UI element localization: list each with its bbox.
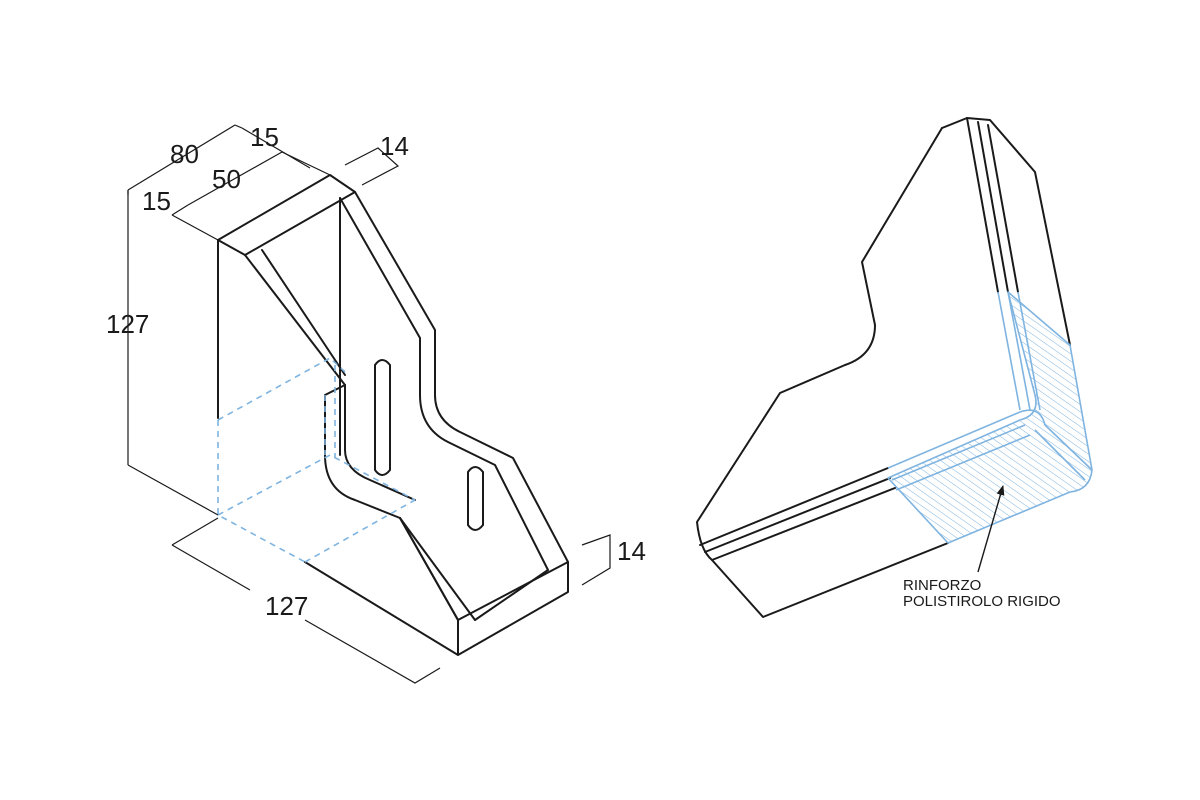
dim-15-front: 15 — [142, 186, 171, 216]
rear-rib-2 — [977, 121, 1009, 293]
left-corner-view — [217, 174, 569, 656]
dim-15-back: 15 — [250, 122, 279, 152]
reinforcement-corner — [1019, 409, 1093, 481]
rear-right-edge — [941, 117, 1071, 346]
hidden-lines — [217, 357, 416, 563]
right-corner-view — [696, 117, 1071, 618]
rear-rib-1 — [966, 117, 999, 293]
rear-bottom-rib-2 — [704, 477, 891, 553]
callout-line-2: POLISTIROLO RIGIDO — [903, 593, 1061, 610]
front-slope-face — [244, 249, 346, 386]
dim-127-height: 127 — [106, 309, 149, 339]
dim-127-length: 127 — [265, 591, 308, 621]
slot-right — [467, 466, 484, 531]
callout-leader — [977, 485, 1005, 573]
dimension-lines — [127, 124, 611, 684]
base-front — [474, 569, 549, 621]
inner-channel-2 — [344, 384, 416, 501]
reinforcement-rib-v2 — [1007, 291, 1031, 411]
dim-80: 80 — [170, 139, 199, 169]
rear-bottom-rib-3 — [711, 487, 896, 561]
dim-50: 50 — [212, 164, 241, 194]
slot-left — [374, 359, 391, 476]
base-bottom — [399, 517, 459, 621]
reinforcement-rib-h3 — [895, 434, 1031, 491]
reinforcement-rib-v1 — [997, 291, 1021, 411]
rear-outline — [696, 127, 949, 618]
dim-14-top: 14 — [380, 131, 409, 161]
rear-rib-3 — [987, 124, 1019, 293]
callout-line-1: RINFORZO — [903, 577, 981, 594]
reinforcement-hatch — [887, 291, 1093, 544]
dim-14-base: 14 — [617, 536, 646, 566]
back-wall-inner — [339, 197, 549, 571]
inner-channel — [324, 384, 476, 621]
reinforcement-insert — [887, 291, 1093, 544]
back-wall — [339, 191, 569, 563]
reinforcement-rib-h2 — [891, 424, 1026, 481]
rear-bottom-rib-1 — [699, 467, 889, 546]
reinforcement-rib-v3 — [1017, 291, 1041, 411]
base-outline — [304, 517, 569, 656]
reinforcement-rib-h1 — [887, 411, 1021, 469]
